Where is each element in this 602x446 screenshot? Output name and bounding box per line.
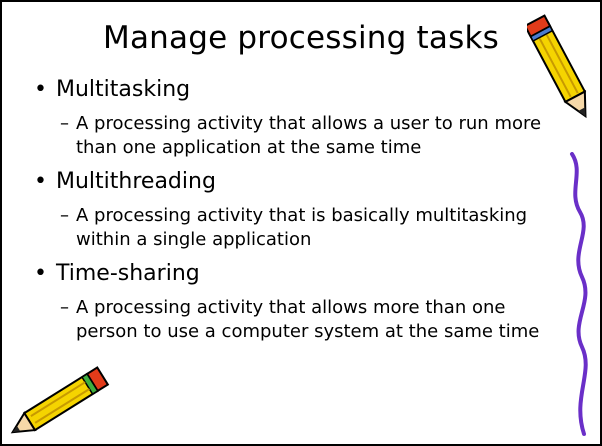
bullet-heading: Multithreading <box>56 169 216 194</box>
subbullet-text: A processing activity that allows more t… <box>76 297 540 342</box>
purple-swirl-decoration <box>570 152 588 436</box>
subbullet-dash: – <box>60 205 69 226</box>
subbullet-multitasking: – A processing activity that allows a us… <box>30 112 546 160</box>
bullet-list: • Multitasking – A processing activity t… <box>30 76 550 352</box>
bullet-heading: Multitasking <box>56 77 191 102</box>
pencil-icon <box>10 366 110 434</box>
bullet-dot: • <box>34 169 47 194</box>
bullet-multitasking: • Multitasking <box>30 76 550 104</box>
subbullet-text: A processing activity that is basically … <box>76 205 528 250</box>
bullet-multithreading: • Multithreading <box>30 168 550 196</box>
bullet-heading: Time-sharing <box>56 261 200 286</box>
pencil-icon <box>527 14 587 119</box>
bullet-dot: • <box>34 261 47 286</box>
subbullet-text: A processing activity that allows a user… <box>76 113 542 158</box>
bullet-time-sharing: • Time-sharing <box>30 260 550 288</box>
slide-title: Manage processing tasks <box>103 20 499 56</box>
subbullet-dash: – <box>60 113 69 134</box>
subbullet-multithreading: – A processing activity that is basicall… <box>30 204 546 252</box>
subbullet-dash: – <box>60 297 69 318</box>
bullet-dot: • <box>34 77 47 102</box>
subbullet-time-sharing: – A processing activity that allows more… <box>30 296 546 344</box>
